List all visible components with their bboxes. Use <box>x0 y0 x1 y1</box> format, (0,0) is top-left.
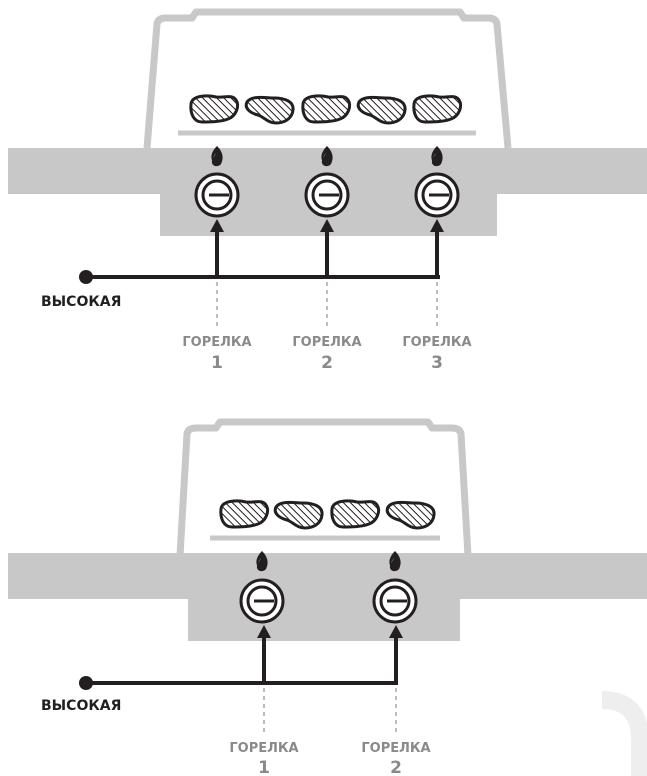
setting-label: ВЫСОКАЯ <box>41 698 121 714</box>
knob-icon <box>372 578 418 624</box>
knob-icon <box>194 172 240 218</box>
grill-body <box>188 553 460 641</box>
steak-icon <box>189 94 240 124</box>
knob-icon <box>414 172 460 218</box>
setting-dot <box>79 676 93 690</box>
burner-2-word: ГОРЕЛКА <box>361 741 430 756</box>
arrow-up-icon <box>210 219 224 232</box>
decorative-arc <box>601 691 647 776</box>
knob-icon <box>304 172 350 218</box>
steak-icon <box>301 94 352 124</box>
burner-3-number: 3 <box>431 353 443 373</box>
burner-2-number: 2 <box>390 758 402 776</box>
dashed-guides <box>216 282 438 328</box>
grill-lid <box>143 8 512 149</box>
connector-lines <box>86 230 440 279</box>
grill-diagram-three-burners: ВЫСОКАЯ ГОРЕЛКА 1 ГОРЕЛКА 2 ГОРЕЛКА 3 <box>8 8 647 373</box>
grill-diagram-two-burners: ВЫСОКАЯ ГОРЕЛКА 1 ГОРЕЛКА 2 <box>8 418 647 776</box>
connector-lines <box>86 636 398 685</box>
burner-1-word: ГОРЕЛКА <box>182 335 251 350</box>
steaks <box>219 499 436 530</box>
steak-icon <box>412 94 463 124</box>
burner-2-number: 2 <box>321 353 333 373</box>
steak-icon <box>273 500 324 530</box>
burner-1-number: 1 <box>211 353 223 373</box>
setting-dot <box>79 270 93 284</box>
dashed-guides <box>263 688 397 734</box>
steak-icon <box>330 499 381 529</box>
burner-1-word: ГОРЕЛКА <box>229 741 298 756</box>
steaks <box>189 94 463 125</box>
steak-icon <box>356 95 407 125</box>
arrow-up-icon <box>389 625 403 638</box>
burner-3-word: ГОРЕЛКА <box>402 335 471 350</box>
burner-1-number: 1 <box>258 758 270 776</box>
steak-icon <box>219 499 270 529</box>
steak-icon <box>244 95 295 125</box>
setting-label: ВЫСОКАЯ <box>41 294 121 310</box>
arrow-up-icon <box>320 219 334 232</box>
grill-lid <box>176 418 472 557</box>
steak-icon <box>385 500 436 530</box>
knob-icon <box>239 578 285 624</box>
arrow-up-icon <box>430 219 444 232</box>
arrow-up-icon <box>257 625 271 638</box>
burner-2-word: ГОРЕЛКА <box>292 335 361 350</box>
